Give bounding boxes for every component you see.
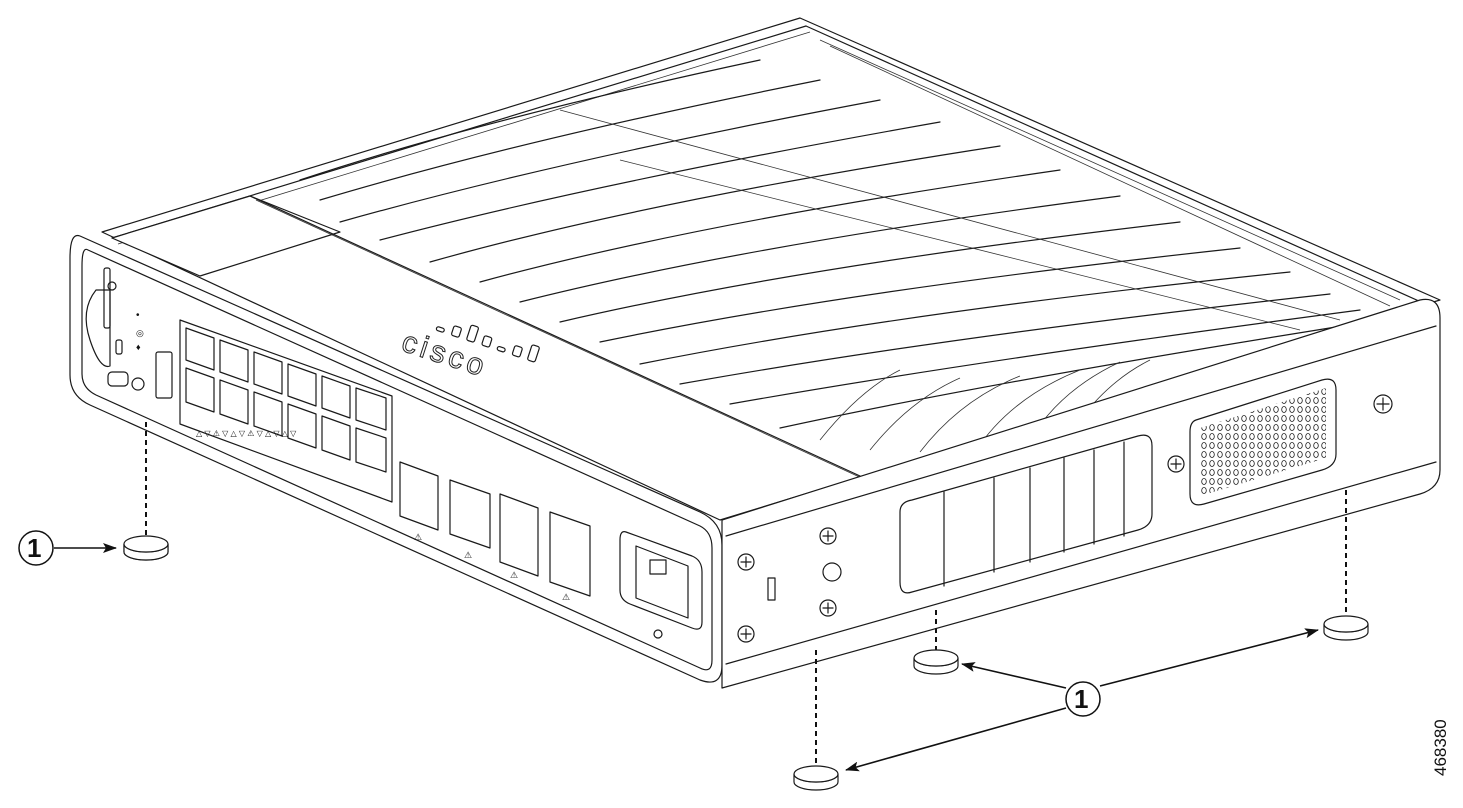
callout-left: 1: [18, 530, 117, 566]
screw-icon: [737, 625, 755, 643]
screw-icon: [1373, 394, 1393, 414]
side-ground-hole: [822, 562, 842, 582]
svg-text:⚠: ⚠: [414, 532, 422, 542]
usb-c-console-port: [107, 371, 129, 387]
rubber-foot-icon: [123, 535, 169, 561]
sfp-ports: ⚠ ⚠: [499, 493, 591, 602]
security-slot: [767, 577, 776, 601]
uplink-rj45-ports: ⚠ ⚠: [399, 461, 491, 560]
svg-text:1: 1: [27, 533, 41, 563]
rj45-bottom-row: [185, 367, 387, 473]
screw-icon: [819, 599, 837, 617]
screw-icon: [1167, 455, 1185, 473]
reset-cover: [85, 289, 111, 368]
front-left-controls: • ◎ ♦: [85, 267, 173, 399]
heatsink-fins: [299, 39, 1401, 453]
perforated-grille: [1189, 378, 1337, 506]
svg-text:♦: ♦: [136, 342, 141, 352]
rubber-foot-icon: [913, 649, 959, 675]
svg-text:1: 1: [1074, 684, 1088, 714]
screw-icon: [819, 527, 837, 545]
front-panel: • ◎ ♦ △ ▽ ⚠ ▽ △ ▽ ⚠ ▽ △: [69, 234, 723, 683]
rj45-port-block: △ ▽ ⚠ ▽ △ ▽ ⚠ ▽ △ ▽ △ ▽: [179, 319, 393, 503]
usb-mini-port: [115, 339, 123, 355]
usb-a-port: [155, 351, 173, 399]
figure-number: 468380: [1431, 719, 1450, 776]
side-screws: [737, 394, 1393, 643]
side-panel: [721, 298, 1441, 689]
rubber-foot-icon: [1323, 615, 1369, 641]
svg-text:△ ▽ ⚠ ▽ △ ▽ ⚠ ▽ △ ▽ △ ▽: △ ▽ ⚠ ▽ △ ▽ ⚠ ▽ △ ▽ △ ▽: [196, 429, 297, 438]
mode-button-icon: [107, 281, 117, 291]
rubber-foot-icon: [793, 765, 839, 791]
svg-text:⚠: ⚠: [562, 592, 570, 602]
svg-text:⚠: ⚠: [510, 570, 518, 580]
svg-text:◎: ◎: [136, 328, 144, 338]
power-inlet: [619, 531, 703, 639]
cisco-bars-icon: [435, 324, 540, 363]
chassis-top: cisco: [101, 17, 1441, 521]
svg-text:468380: 468380: [1431, 719, 1450, 776]
led-icons: •: [136, 310, 140, 321]
ground-hole: [131, 377, 145, 391]
svg-text:⚠: ⚠: [464, 550, 472, 560]
rj45-top-row: [185, 327, 387, 431]
feet: [123, 422, 1369, 791]
side-vent: [899, 434, 1153, 594]
callout-bottom-right: 1: [845, 628, 1319, 772]
screw-icon: [737, 553, 755, 571]
